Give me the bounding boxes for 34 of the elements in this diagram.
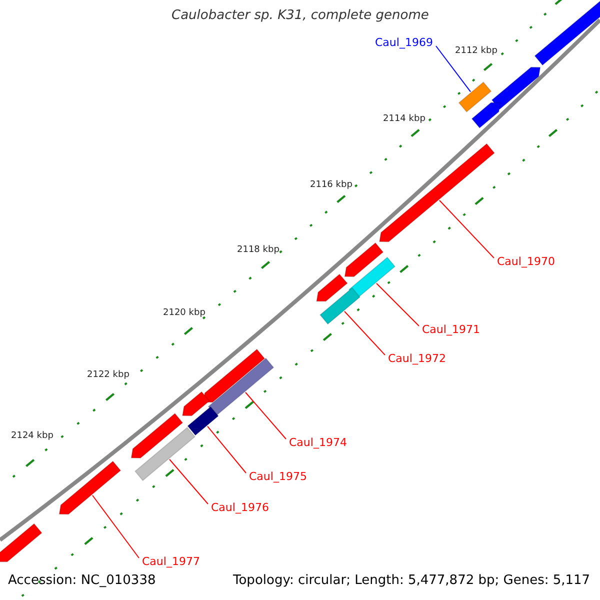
gene-label: Caul_1972 <box>388 353 446 364</box>
gene-bar <box>458 81 492 113</box>
leader-line <box>245 392 286 440</box>
gene-label: Caul_1970 <box>497 256 555 267</box>
gene-label: Caul_1975 <box>249 471 307 482</box>
scale-label: 2122 kbp <box>87 371 130 380</box>
scale-label: 2116 kbp <box>310 181 352 190</box>
footer-text: Topology: circular; Length: 5,477,872 bp; Genes: 5,117 <box>233 574 590 587</box>
leader-line <box>92 494 140 558</box>
leader-line <box>207 426 246 474</box>
gene-label: Caul_1976 <box>211 502 269 513</box>
gene-bar <box>208 358 274 416</box>
footer-text: Accession: NC_010338 <box>8 574 156 587</box>
leader-line <box>344 310 386 356</box>
leader-line <box>439 200 494 258</box>
scale-label: 2124 kbp <box>11 432 54 441</box>
gene-label: Caul_1969 <box>375 37 433 48</box>
scale-label: 2114 kbp <box>383 115 426 124</box>
gene-bar <box>348 256 396 300</box>
scale-label: 2120 kbp <box>163 309 206 318</box>
leader-line <box>169 458 208 504</box>
leader-line <box>376 282 420 326</box>
gene-label: Caul_1977 <box>142 556 200 567</box>
gene-bar <box>187 406 219 436</box>
scale-label: 2112 kbp <box>455 47 498 56</box>
gene-label: Caul_1974 <box>289 437 347 448</box>
gene-label: Caul_1971 <box>422 324 480 335</box>
gene-bar <box>378 143 496 242</box>
gene-bar <box>134 426 196 482</box>
gene-bar <box>58 460 122 515</box>
leader-line <box>436 46 471 92</box>
gene-bar <box>319 287 361 325</box>
diagram-title: Caulobacter sp. K31, complete genome <box>172 9 429 22</box>
scale-label: 2118 kbp <box>237 246 280 255</box>
